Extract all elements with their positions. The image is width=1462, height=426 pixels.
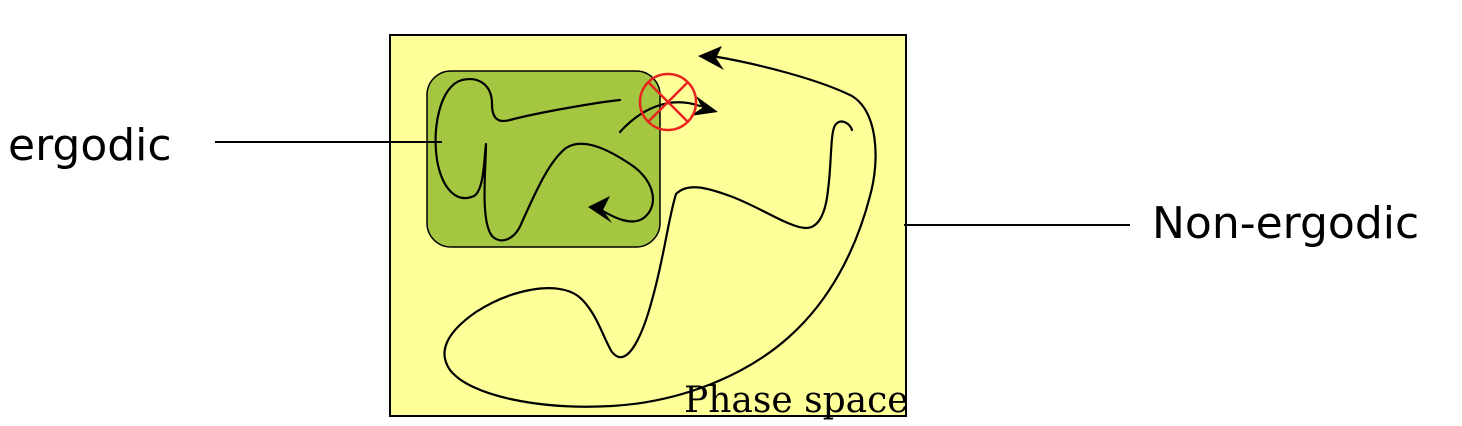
- forbidden-arrow-icon: [690, 96, 718, 116]
- ergodic-label: ergodic: [8, 120, 172, 171]
- non-ergodic-arrow-icon: [698, 46, 724, 70]
- phase-space-label: Phase space: [684, 380, 909, 421]
- ergodic-trajectory: [434, 78, 702, 242]
- forbidden-marker-icon: [638, 72, 698, 132]
- non-ergodic-trajectory: [443, 54, 877, 408]
- ergodic-arrow-icon: [588, 196, 612, 223]
- non-ergodic-label: Non-ergodic: [1152, 198, 1420, 249]
